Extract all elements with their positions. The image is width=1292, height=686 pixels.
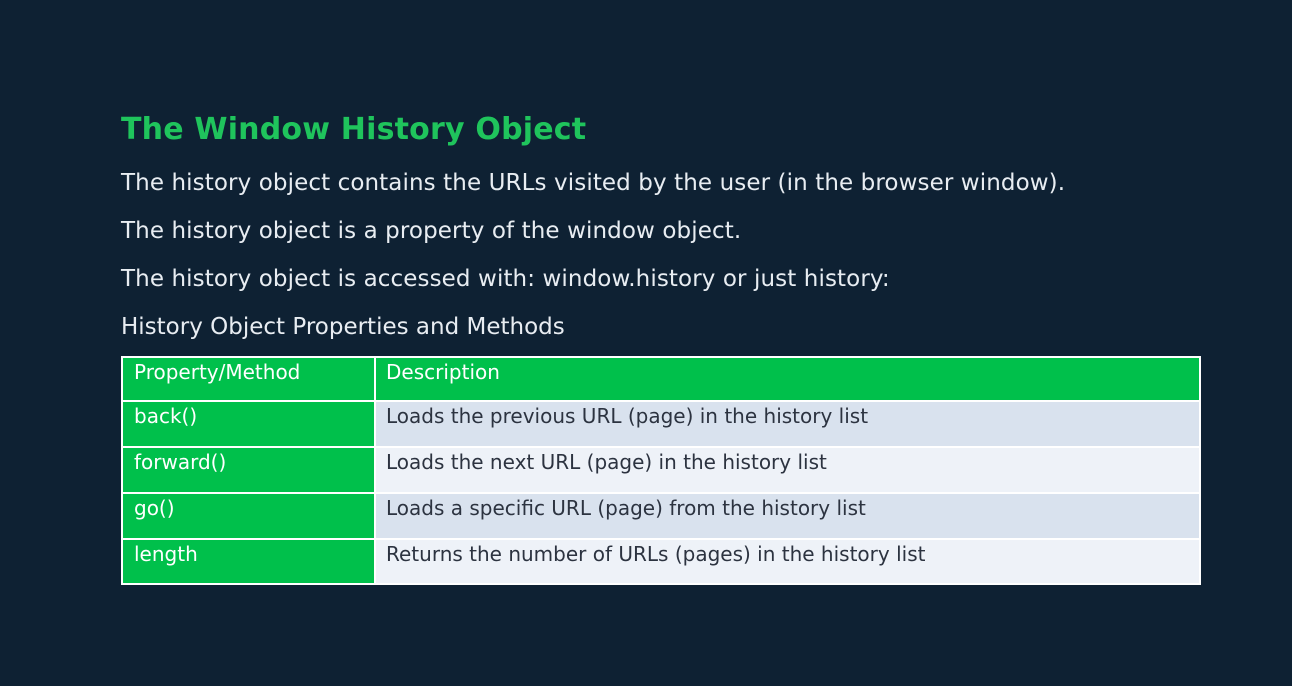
table-row: forward() Loads the next URL (page) in t…: [123, 448, 1199, 492]
row-property: forward(): [123, 448, 374, 492]
row-property: length: [123, 540, 374, 583]
table-row: go() Loads a specific URL (page) from th…: [123, 494, 1199, 538]
table-header-row: Property/Method Description: [123, 358, 1199, 400]
table-heading: History Object Properties and Methods: [121, 314, 565, 340]
row-property: go(): [123, 494, 374, 538]
row-property: back(): [123, 402, 374, 446]
row-description: Loads a specific URL (page) from the his…: [376, 494, 1199, 538]
properties-table: Property/Method Description back() Loads…: [121, 356, 1201, 585]
header-property-method: Property/Method: [123, 358, 374, 400]
table-row: length Returns the number of URLs (pages…: [123, 540, 1199, 583]
paragraph-2: The history object is a property of the …: [121, 218, 742, 244]
paragraph-1: The history object contains the URLs vis…: [121, 170, 1066, 196]
row-description: Loads the next URL (page) in the history…: [376, 448, 1199, 492]
row-description: Returns the number of URLs (pages) in th…: [376, 540, 1199, 583]
page-title: The Window History Object: [121, 112, 587, 147]
paragraph-3: The history object is accessed with: win…: [121, 266, 890, 292]
table-row: back() Loads the previous URL (page) in …: [123, 402, 1199, 446]
header-description: Description: [376, 358, 1199, 400]
row-description: Loads the previous URL (page) in the his…: [376, 402, 1199, 446]
